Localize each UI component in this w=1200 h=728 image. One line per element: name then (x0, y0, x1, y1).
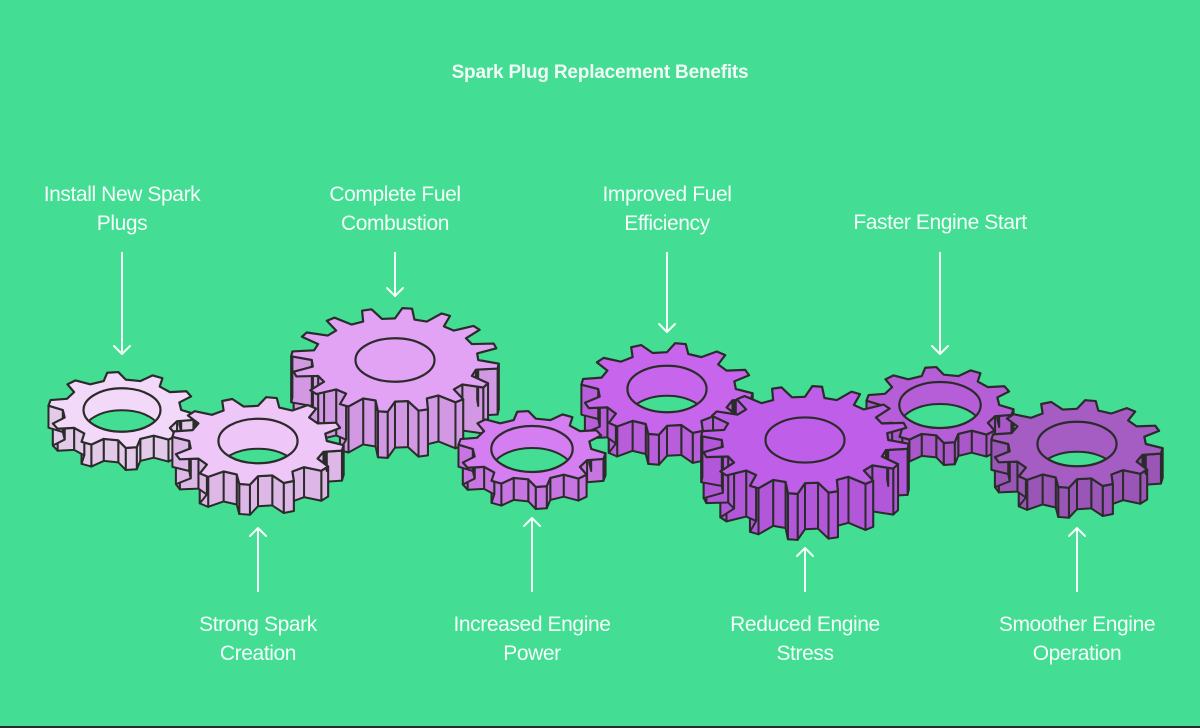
gear-side-face (362, 397, 377, 448)
gear-side-face (512, 476, 530, 503)
gear-6 (700, 385, 910, 541)
arrow-down-icon (386, 287, 404, 297)
gear-4 (457, 409, 607, 510)
step-label-line: Smoother Engine (998, 613, 1156, 636)
gear-side-face (804, 481, 820, 531)
gear-hole-rim (764, 416, 846, 464)
gear-side-face (827, 490, 839, 540)
step-label-line: Improved Fuel (602, 183, 732, 206)
gear-side-face (666, 423, 683, 457)
gear-side-face (847, 475, 867, 531)
gear-side-face (786, 492, 799, 541)
gear-side-face (871, 464, 895, 516)
gear-hole-rim (82, 387, 162, 433)
gear-side-face (303, 466, 323, 502)
step-label-line: Stress (776, 642, 834, 665)
gear-side-face (1122, 469, 1142, 505)
gear-side-face (394, 400, 410, 449)
arrow-down-icon (931, 345, 949, 355)
step-label-line: Efficiency (624, 212, 710, 235)
gear-side-face (102, 437, 120, 464)
gear-side-face (124, 446, 138, 471)
gear-side-face (290, 350, 294, 404)
step-label-line: Power (503, 642, 561, 665)
gear-side-face (290, 355, 313, 407)
step-label-line: Install New Spark (43, 183, 201, 206)
gear-hole-rim (1036, 420, 1118, 468)
gear-hole-rim (217, 417, 299, 465)
step-label-line: Faster Engine Start (853, 211, 1027, 234)
gear-side-face (772, 478, 787, 530)
bottom-border (0, 726, 1200, 728)
gear-hole-rim (626, 364, 708, 414)
step-label-line: Creation (219, 642, 297, 665)
gear-side-face (238, 482, 251, 516)
gear-side-face (376, 410, 389, 459)
gear-side-face (222, 470, 238, 506)
arrow-up-icon (796, 547, 814, 557)
gear-hole-rim (898, 380, 982, 430)
gear-side-face (942, 441, 956, 466)
gear-side-face (1057, 485, 1070, 519)
gear-side-face (437, 394, 457, 450)
gear-side-face (534, 485, 548, 510)
step-label-line: Complete Fuel (329, 183, 461, 206)
step-label-line: Strong Spark (199, 613, 317, 636)
gear-side-face (700, 435, 723, 487)
gear-side-face (1101, 483, 1114, 517)
arrow-down-icon (658, 323, 676, 333)
step-label-line: Increased Engine (453, 613, 611, 636)
arrows-layer (113, 252, 1086, 592)
gear-2 (171, 396, 345, 516)
gear-side-face (647, 432, 660, 466)
arrow-up-icon (523, 517, 541, 527)
step-label-line: Reduced Engine (730, 613, 880, 636)
gear-side-face (1041, 473, 1057, 509)
gear-side-face (864, 479, 875, 531)
gears-layer (47, 307, 1164, 541)
gear-side-face (282, 480, 295, 514)
arrow-up-icon (1068, 527, 1086, 537)
step-label-7: Faster Engine Start (830, 208, 1050, 237)
gear-side-face (700, 430, 704, 484)
gear-side-face (257, 474, 274, 508)
step-label-line: Plugs (96, 212, 148, 235)
diagram-title: Spark Plug Replacement Benefits (451, 62, 749, 83)
gear-side-face (417, 408, 429, 458)
gear-side-face (920, 432, 938, 459)
step-label-line: Operation (1032, 642, 1122, 665)
gear-hole-rim (354, 337, 436, 383)
step-label-line: Combustion (340, 212, 450, 235)
gear-8 (990, 399, 1164, 519)
arrow-up-icon (249, 527, 267, 537)
gear-side-face (1076, 477, 1093, 511)
gear-side-face (631, 419, 647, 455)
arrow-down-icon (113, 345, 131, 355)
gear-hole-rim (490, 424, 574, 474)
